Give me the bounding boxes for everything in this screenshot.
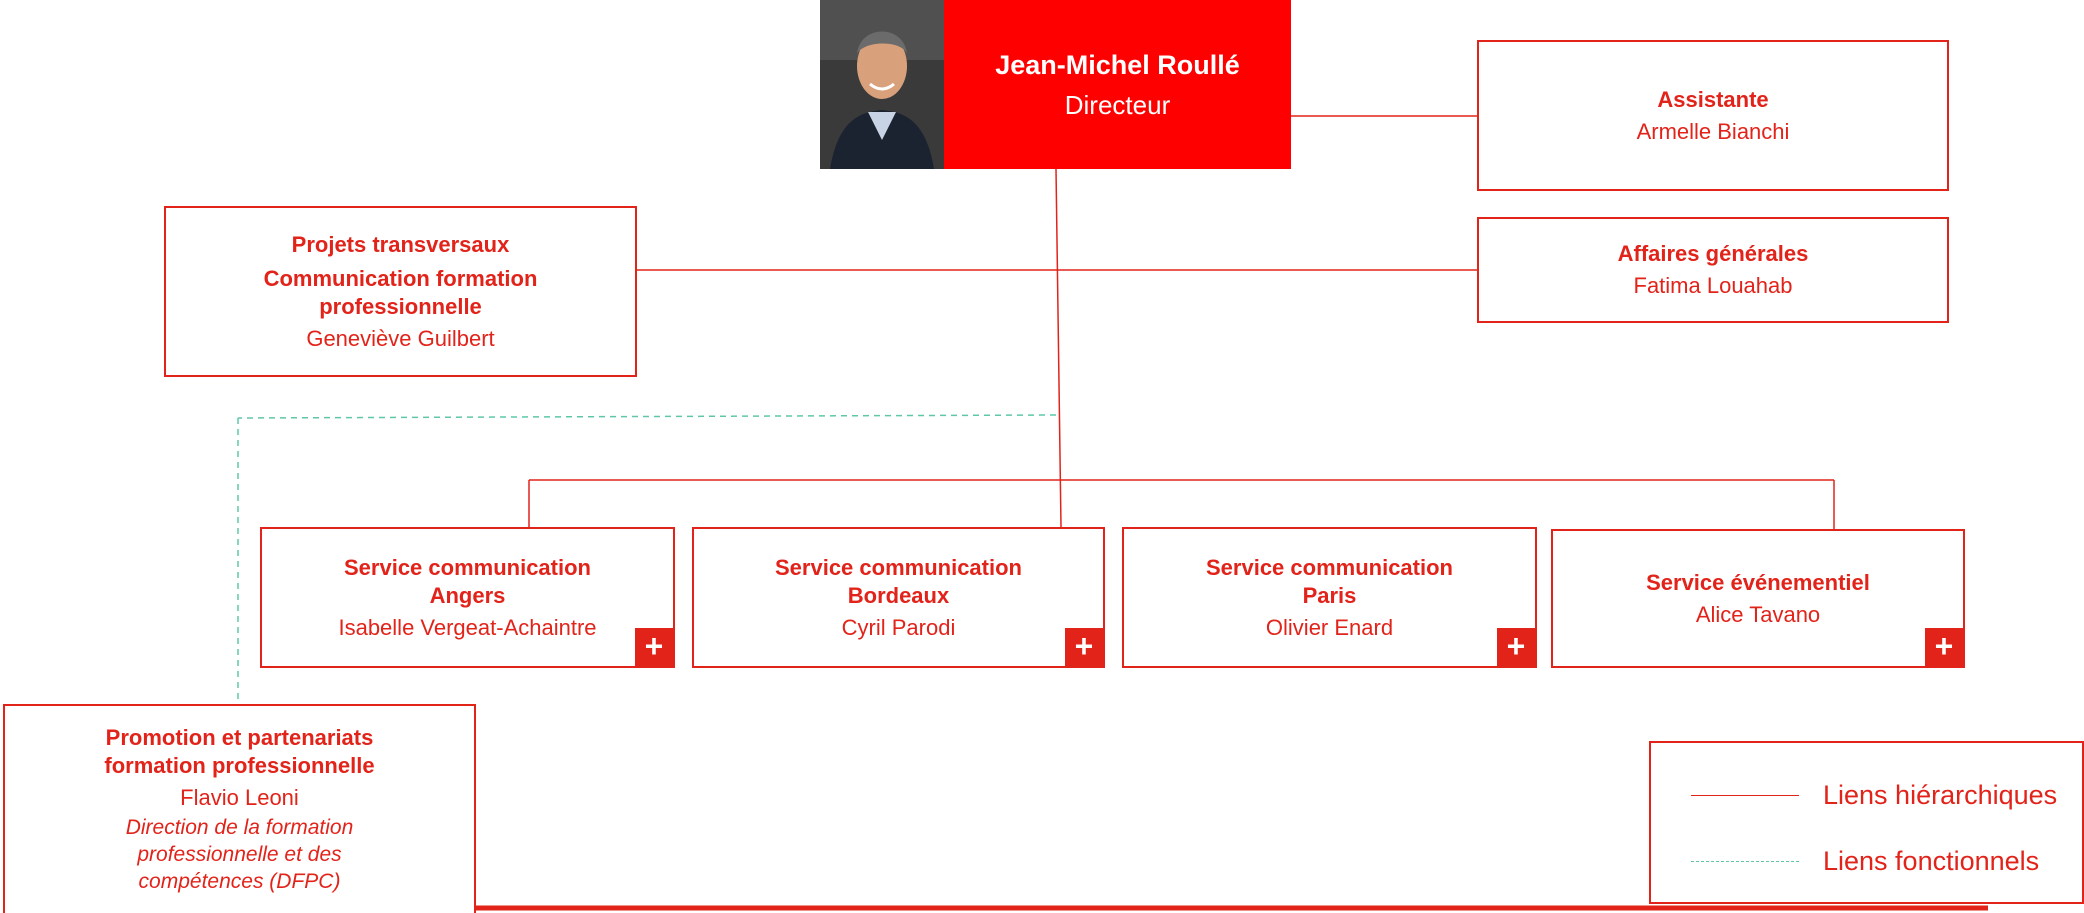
expand-angers-button[interactable]: +	[635, 628, 673, 666]
director-portrait	[820, 0, 944, 169]
service-bordeaux-name: Cyril Parodi	[841, 614, 956, 640]
service-angers-name: Isabelle Vergeat-Achaintre	[338, 614, 597, 640]
expand-bordeaux-button[interactable]: +	[1065, 628, 1103, 666]
promotion-title-line1: Promotion et partenariats	[105, 725, 374, 750]
assistante-name: Armelle Bianchi	[1636, 118, 1790, 144]
affaires-name: Fatima Louahab	[1633, 273, 1793, 298]
expand-evenementiel-button[interactable]: +	[1925, 628, 1963, 666]
director-role: Directeur	[1064, 89, 1171, 120]
service-angers-title-line2: Angers	[429, 582, 506, 608]
legend-hierarchical-label: Liens hiérarchiques	[1823, 780, 2058, 810]
promotion-title-line2: formation professionnelle	[104, 753, 375, 778]
plus-icon: +	[1506, 628, 1526, 664]
service-angers-title-line1: Service communication	[344, 554, 591, 580]
legend-functional: Liens fonctionnels	[1691, 844, 2039, 878]
promotion-name: Flavio Leoni	[180, 785, 299, 810]
projets-title-line1: Projets transversaux	[291, 231, 510, 257]
promotion-box[interactable]: Promotion et partenariats formation prof…	[3, 704, 476, 913]
link-director-trunk	[1055, 168, 1062, 528]
service-paris-name: Olivier Enard	[1265, 614, 1394, 640]
service-evenementiel-title: Service événementiel	[1646, 569, 1870, 595]
promotion-dept-line2: professionnelle et des	[137, 843, 342, 866]
legend-functional-label: Liens fonctionnels	[1823, 846, 2040, 876]
service-paris-title-line1: Service communication	[1206, 554, 1453, 580]
promotion-dept-line3: compétences (DFPC)	[138, 870, 341, 893]
service-bordeaux-box[interactable]: Service communication Bordeaux Cyril Par…	[692, 527, 1105, 668]
affaires-box[interactable]: Affaires générales Fatima Louahab	[1477, 217, 1949, 323]
service-evenementiel-box[interactable]: Service événementiel Alice Tavano +	[1551, 529, 1965, 668]
link-functional-horizontal	[237, 414, 1057, 419]
legend-dashed-line	[1691, 860, 1799, 862]
director-name: Jean-Michel Roullé	[995, 49, 1240, 80]
legend-solid-line	[1691, 794, 1799, 796]
legend-hierarchical: Liens hiérarchiques	[1691, 778, 2057, 812]
projets-name: Geneviève Guilbert	[306, 325, 495, 351]
assistante-title: Assistante	[1657, 86, 1769, 112]
service-bordeaux-title-line1: Service communication	[775, 554, 1022, 580]
service-evenementiel-name: Alice Tavano	[1695, 601, 1821, 627]
assistante-box[interactable]: Assistante Armelle Bianchi	[1477, 40, 1949, 191]
service-paris-box[interactable]: Service communication Paris Olivier Enar…	[1122, 527, 1537, 668]
legend: Liens hiérarchiques Liens fonctionnels	[1649, 741, 2084, 904]
director-card[interactable]: Jean-Michel Roullé Directeur	[820, 0, 1291, 169]
service-paris-title-line2: Paris	[1302, 582, 1357, 608]
plus-icon: +	[644, 628, 664, 664]
plus-icon: +	[1074, 628, 1094, 664]
service-bordeaux-title-line2: Bordeaux	[847, 582, 950, 608]
expand-paris-button[interactable]: +	[1497, 628, 1535, 666]
director-text: Jean-Michel Roullé Directeur	[944, 0, 1291, 169]
promotion-dept-line1: Direction de la formation	[125, 816, 354, 839]
projets-box[interactable]: Projets transversaux Communication forma…	[164, 206, 637, 377]
plus-icon: +	[1934, 628, 1954, 664]
projets-title-line2: Communication formation	[263, 265, 538, 291]
affaires-title: Affaires générales	[1617, 241, 1809, 266]
projets-title-line3: professionnelle	[319, 293, 482, 319]
service-angers-box[interactable]: Service communication Angers Isabelle Ve…	[260, 527, 675, 668]
